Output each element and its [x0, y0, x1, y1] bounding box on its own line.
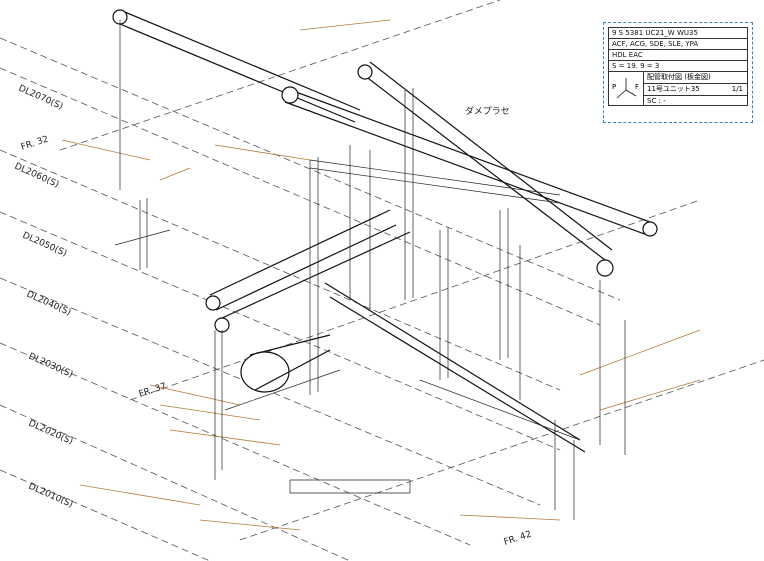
title-block-scale: S = 19. 9 = 3	[608, 61, 748, 72]
title-block-lower: P F 配管取付図 (板金図) 11号ユニット35 1/1 SC : -	[608, 72, 748, 106]
annotation-damper: ダメプラセ	[465, 105, 510, 117]
dimension-lines	[61, 19, 701, 531]
title-block-info: 配管取付図 (板金図) 11号ユニット35 1/1 SC : -	[644, 72, 747, 105]
grid-label-dl2030: DL2030(S)	[27, 352, 75, 380]
frame-label-fr32: FR. 32	[20, 135, 50, 153]
compass-icon: P F	[609, 72, 644, 105]
title-block-deck: HDL EAC	[608, 50, 748, 61]
title-block-unit-row: 11号ユニット35 1/1	[644, 84, 747, 96]
title-block-unit: 11号ユニット35	[647, 85, 700, 93]
grid-label-dl2070: DL2070(S)	[17, 84, 65, 112]
frame-label-fr42: FR. 42	[503, 530, 533, 548]
grid-label-dl2010: DL2010(S)	[27, 482, 75, 510]
title-block: 9 S 5381 UC21_W WU35 ACF, ACG, SDE, SLE,…	[603, 22, 753, 123]
grid-label-dl2050: DL2050(S)	[21, 231, 69, 259]
compass-f-label: F	[635, 83, 639, 91]
grid-label-dl2020: DL2020(S)	[27, 419, 75, 447]
title-block-drawing-name: 配管取付図 (板金図)	[644, 72, 747, 84]
title-block-systems: ACF, ACG, SDE, SLE, YPA	[608, 39, 748, 50]
title-block-code: 9 S 5381 UC21_W WU35	[608, 27, 748, 39]
grid-line-labels: DL2070(S) DL2060(S) DL2050(S) DL2040(S) …	[13, 84, 533, 548]
title-block-sheet: 1/1	[731, 85, 743, 93]
frame-label-fr37: FR. 37	[138, 382, 168, 400]
title-block-sc: SC : -	[647, 97, 666, 105]
compass-p-label: P	[612, 83, 616, 91]
support-structure	[114, 20, 626, 520]
pipe-runs	[112, 9, 658, 453]
grid-label-dl2040: DL2040(S)	[25, 290, 73, 318]
